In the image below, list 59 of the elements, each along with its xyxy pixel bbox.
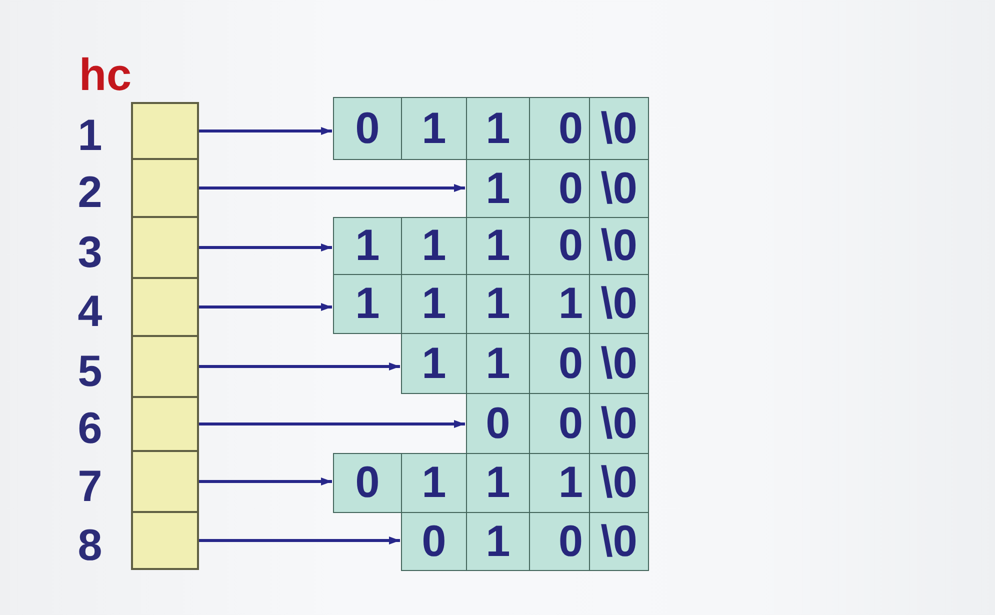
code-bit-cell: 1 (466, 512, 530, 571)
code-bit-cell: 1 (466, 453, 530, 513)
index-number: 5 (76, 350, 104, 394)
code-bit-cell: 0 (529, 217, 590, 275)
code-bit-cell: 1 (333, 274, 402, 334)
pointer-arrow (199, 303, 332, 311)
code-bit-cell: 0 (466, 393, 530, 454)
code-bit-cell: \0 (589, 393, 649, 454)
code-bit-cell: 1 (401, 217, 467, 275)
code-bit-cell: 0 (333, 453, 402, 513)
index-number: 7 (76, 464, 104, 508)
pointer-arrow (199, 184, 465, 192)
index-number: 6 (76, 407, 104, 451)
array-name-label: hc (79, 52, 132, 97)
code-bit-cell: 1 (401, 453, 467, 513)
pointer-arrow (199, 536, 400, 544)
array-cell (131, 511, 199, 570)
code-bit-cell: \0 (589, 274, 649, 334)
pointer-arrow (199, 244, 332, 252)
array-cell (131, 216, 199, 279)
code-bit-cell: 1 (466, 159, 530, 218)
code-bit-cell: 1 (529, 274, 590, 334)
array-cell (131, 277, 199, 337)
code-bit-cell: 0 (529, 97, 590, 160)
index-number: 2 (76, 171, 104, 215)
code-bit-cell: 1 (466, 97, 530, 160)
code-bit-cell: 1 (529, 453, 590, 513)
pointer-arrow (199, 127, 332, 135)
pointer-arrow (199, 362, 400, 370)
code-bit-cell: \0 (589, 512, 649, 571)
index-number: 4 (76, 290, 104, 334)
code-bit-cell: 0 (529, 333, 590, 394)
code-bit-cell: 0 (401, 512, 467, 571)
code-bit-cell: 1 (466, 333, 530, 394)
array-cell (131, 158, 199, 218)
array-cell (131, 102, 199, 160)
array-cell (131, 450, 199, 513)
array-cell (131, 396, 199, 452)
code-bit-cell: \0 (589, 159, 649, 218)
array-cell (131, 335, 199, 398)
index-number: 1 (76, 114, 104, 158)
pointer-arrow (199, 420, 465, 428)
code-bit-cell: 0 (529, 512, 590, 571)
code-bit-cell: 0 (333, 97, 402, 160)
code-bit-cell: 1 (401, 333, 467, 394)
code-bit-cell: 1 (466, 217, 530, 275)
code-bit-cell: \0 (589, 217, 649, 275)
code-bit-cell: \0 (589, 97, 649, 160)
code-bit-cell: 0 (529, 159, 590, 218)
pointer-arrow (199, 478, 332, 486)
code-bit-cell: 1 (466, 274, 530, 334)
code-bit-cell: \0 (589, 333, 649, 394)
code-bit-cell: \0 (589, 453, 649, 513)
code-bit-cell: 0 (529, 393, 590, 454)
index-number: 8 (76, 524, 104, 568)
code-bit-cell: 1 (401, 97, 467, 160)
code-bit-cell: 1 (333, 217, 402, 275)
code-bit-cell: 1 (401, 274, 467, 334)
index-number: 3 (76, 230, 104, 274)
